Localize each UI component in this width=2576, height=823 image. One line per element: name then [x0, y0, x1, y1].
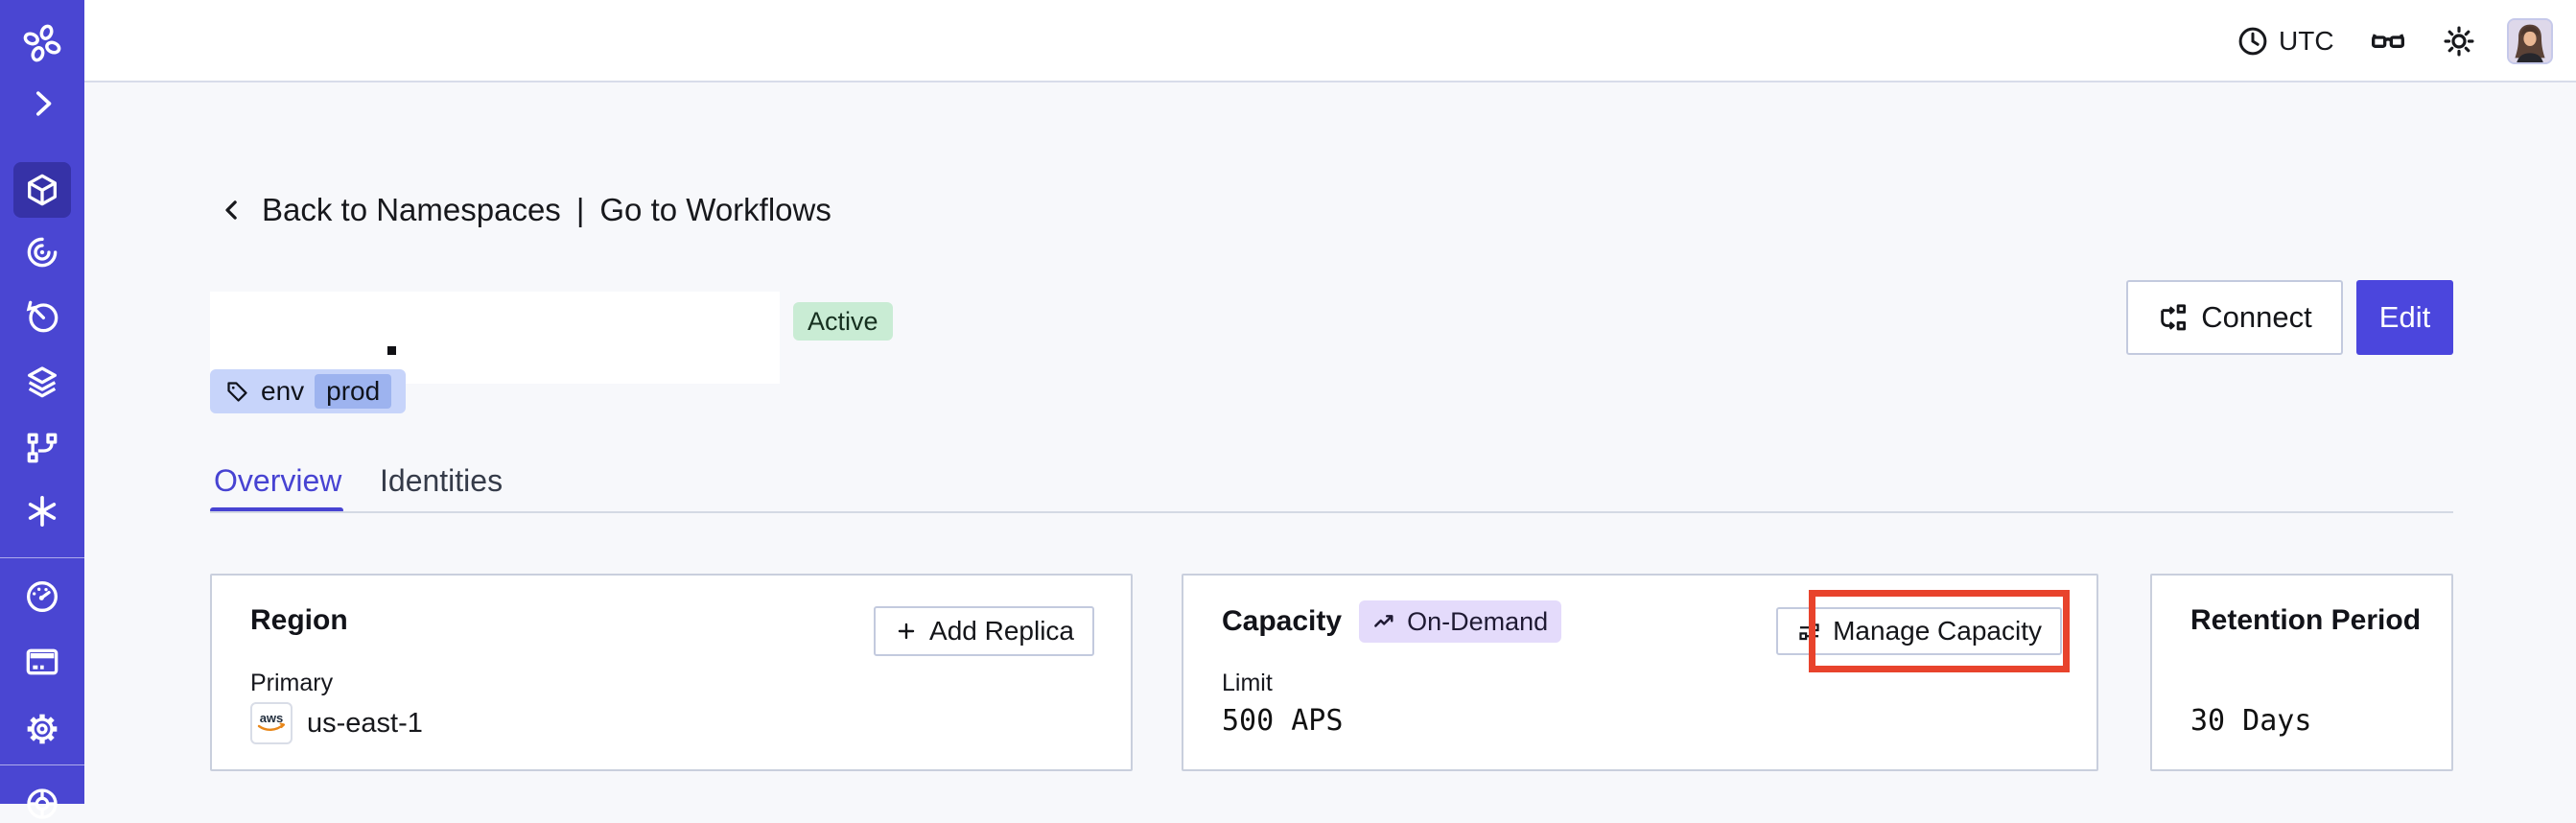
- cube-icon: [28, 174, 57, 206]
- user-avatar[interactable]: [2507, 18, 2553, 64]
- billing-card-icon: [26, 648, 59, 675]
- capacity-value: 500 APS: [1222, 704, 1344, 738]
- sidebar-item-usage[interactable]: [0, 577, 84, 616]
- ondemand-label: On-Demand: [1407, 606, 1549, 636]
- sidebar-item-namespaces[interactable]: [0, 171, 84, 209]
- back-chevron-icon[interactable]: [218, 196, 246, 224]
- capacity-field-label: Limit: [1222, 670, 1273, 696]
- layers-icon: [28, 366, 57, 398]
- add-replica-label: Add Replica: [929, 616, 1074, 646]
- sidebar-item-billing[interactable]: [0, 643, 84, 681]
- temporal-logo-icon[interactable]: [0, 22, 84, 64]
- aws-provider-icon: aws: [250, 702, 293, 744]
- timer-icon: [26, 300, 59, 333]
- gear-icon: [27, 714, 58, 744]
- region-card-title: Region: [250, 604, 348, 636]
- sidebar-item-task-queues[interactable]: [0, 363, 84, 401]
- lifebuoy-icon: [27, 788, 58, 819]
- retention-value: 30 Days: [2190, 704, 2312, 738]
- tag-value: prod: [315, 374, 392, 409]
- capacity-card: Capacity On-Demand Manage Capacity Limit…: [1182, 574, 2098, 771]
- sidebar-item-deployments[interactable]: [0, 429, 84, 467]
- manage-capacity-label: Manage Capacity: [1833, 616, 2042, 646]
- connect-icon: [2161, 304, 2187, 331]
- ondemand-badge: On-Demand: [1359, 600, 1562, 643]
- sidebar-item-schedules[interactable]: [0, 297, 84, 336]
- go-to-workflows-link[interactable]: Go to Workflows: [599, 192, 831, 227]
- add-replica-button[interactable]: Add Replica: [874, 606, 1094, 656]
- edit-label: Edit: [2378, 300, 2431, 334]
- region-value: us-east-1: [307, 707, 423, 739]
- svg-text:aws: aws: [260, 711, 284, 725]
- capacity-title-row: Capacity On-Demand: [1222, 600, 1562, 643]
- retention-card: Retention Period 30 Days: [2150, 574, 2453, 771]
- tab-overview[interactable]: Overview: [214, 463, 342, 498]
- sidebar-item-support[interactable]: [0, 785, 84, 823]
- tag-icon: [227, 381, 247, 402]
- sliders-icon: [1799, 623, 1819, 640]
- active-tab-underline: [210, 507, 343, 513]
- sidebar-item-workflows[interactable]: [0, 233, 84, 271]
- asterisk-icon: [28, 496, 57, 527]
- region-card: Region Add Replica Primary aws us-east-1: [210, 574, 1133, 771]
- sidebar: [0, 0, 84, 819]
- status-badge: Active: [793, 302, 893, 341]
- branch-icon: [27, 433, 58, 463]
- plus-icon: [898, 623, 915, 640]
- namespace-tag[interactable]: env prod: [210, 369, 407, 413]
- sidebar-expand-icon[interactable]: [0, 84, 84, 123]
- breadcrumb-separator: |: [575, 192, 585, 227]
- back-to-namespaces-link[interactable]: Back to Namespaces: [262, 192, 561, 227]
- connect-label: Connect: [2201, 300, 2312, 334]
- manage-capacity-button[interactable]: Manage Capacity: [1776, 607, 2062, 655]
- avatar-illustration: [2509, 20, 2551, 62]
- tag-key: env: [261, 376, 305, 406]
- topbar: UTC: [84, 0, 2576, 82]
- trending-up-icon: [1374, 614, 1393, 627]
- timezone-label[interactable]: UTC: [2279, 26, 2334, 56]
- sidebar-item-settings[interactable]: [0, 710, 84, 748]
- tab-identities[interactable]: Identities: [380, 463, 503, 498]
- retention-card-title: Retention Period: [2190, 604, 2422, 636]
- namespace-name-artifact: [387, 346, 396, 355]
- region-value-row: aws us-east-1: [250, 702, 423, 744]
- gauge-icon: [26, 580, 59, 613]
- sidebar-divider: [0, 557, 84, 558]
- region-field-label: Primary: [250, 670, 334, 696]
- theme-sun-icon[interactable]: [2441, 23, 2477, 59]
- docs-glasses-icon[interactable]: [2369, 22, 2407, 60]
- spiral-icon: [27, 237, 58, 268]
- sidebar-divider: [0, 764, 84, 765]
- connect-button[interactable]: Connect: [2126, 280, 2343, 355]
- capacity-card-title: Capacity: [1222, 605, 1343, 637]
- edit-button[interactable]: Edit: [2356, 280, 2453, 355]
- breadcrumb: Back to Namespaces | Go to Workflows: [218, 192, 831, 228]
- sidebar-item-nexus[interactable]: [0, 492, 84, 530]
- namespace-name-redaction: [210, 292, 780, 384]
- timezone-clock-icon[interactable]: [2236, 24, 2270, 59]
- tabs-divider: [210, 511, 2453, 513]
